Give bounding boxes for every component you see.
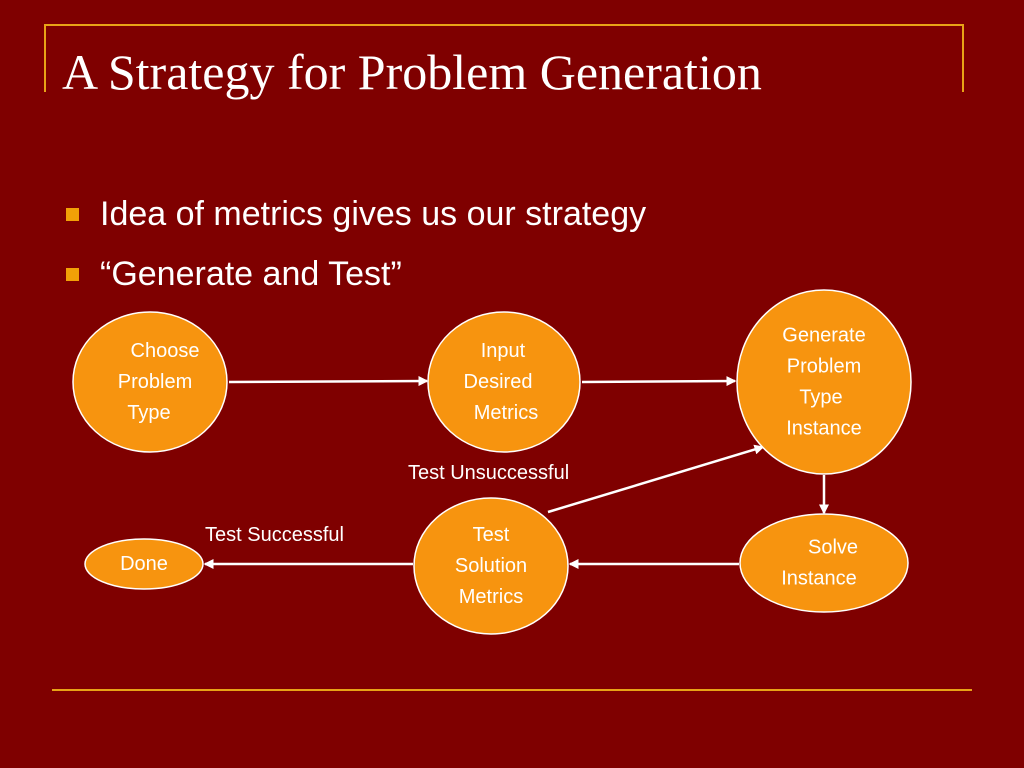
node-solve-ellipse [739,513,909,613]
node-generate-label-line: Type [799,387,842,409]
node-done-ellipse [84,538,204,590]
arrow-test-to-generate [547,444,765,514]
node-input-label-line: Input [481,340,526,362]
node-solve-label-line: Instance [781,568,857,590]
node-done-label-line: Done [120,553,168,575]
node-test-label-line: Solution [455,555,527,577]
square-bullet-icon [66,208,79,221]
edge-label-test-to-generate: Test Unsuccessful [408,462,569,484]
slide-title: A Strategy for Problem Generation [62,44,762,100]
node-generate-ellipse [736,289,912,475]
square-bullet-icon [66,268,79,281]
node-choose-label-line: Problem [118,371,192,393]
node-generate-label-line: Generate [782,325,865,347]
node-test-label-line: Metrics [459,586,523,608]
bullet-item: Idea of metrics gives us our strategy [64,188,646,248]
node-generate-label-line: Instance [786,418,862,440]
bullet-text: “Generate and Test” [100,255,402,293]
bullet-item: “Generate and Test” [64,248,646,308]
node-input-label-line: Metrics [474,402,538,424]
node-choose-ellipse [72,311,228,453]
node-test-ellipse [413,497,569,635]
node-generate-label-line: Problem [787,356,861,378]
frame-bottom-line [52,689,972,691]
bullet-list: Idea of metrics gives us our strategy “G… [64,188,646,308]
node-choose-label-line: Choose [131,340,200,362]
node-choose-label-line: Type [127,402,170,424]
frame-top-line [44,24,964,26]
arrow-input-to-generate [581,376,737,387]
node-solve-label-line: Solve [808,537,858,559]
node-done: Done [84,538,204,590]
node-input-label-line: Desired [464,371,533,393]
arrow-choose-to-input [228,376,429,387]
frame-left-line [44,24,46,92]
frame-right-line [962,24,964,92]
bullet-text: Idea of metrics gives us our strategy [100,195,647,233]
node-input-ellipse [427,311,581,453]
node-test-label-line: Test [473,524,510,546]
edge-label-test-to-done: Test Successful [205,524,344,546]
